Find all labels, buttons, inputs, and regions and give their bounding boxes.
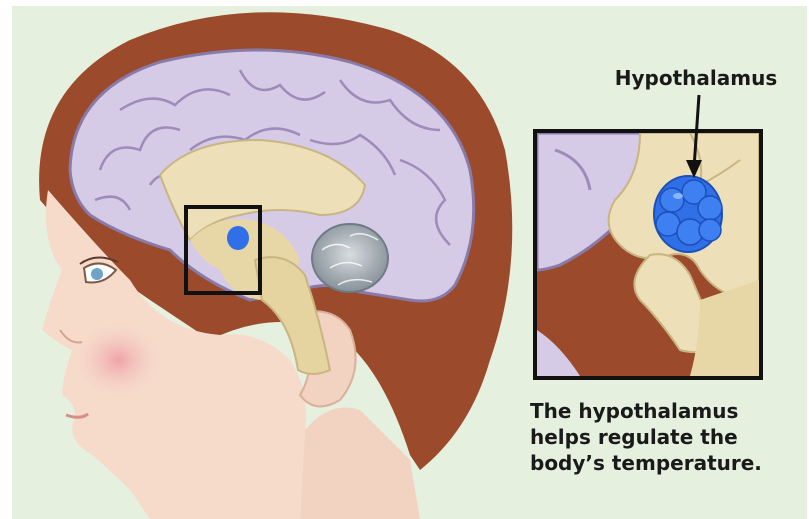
inset-zoom: [537, 133, 759, 376]
eye-iris: [91, 268, 103, 280]
hypothalamus-label: Hypothalamus: [596, 66, 796, 90]
caption-line-2: helps regulate the: [530, 424, 800, 450]
caption: The hypothalamus helps regulate the body…: [530, 398, 800, 476]
cheek-blush: [70, 318, 166, 402]
caption-line-3: body’s temperature.: [530, 450, 800, 476]
caption-line-1: The hypothalamus: [530, 398, 800, 424]
cerebellum: [312, 224, 388, 292]
hypothalamus-marker: [227, 226, 249, 250]
hypothalamus-cluster: [654, 176, 722, 252]
